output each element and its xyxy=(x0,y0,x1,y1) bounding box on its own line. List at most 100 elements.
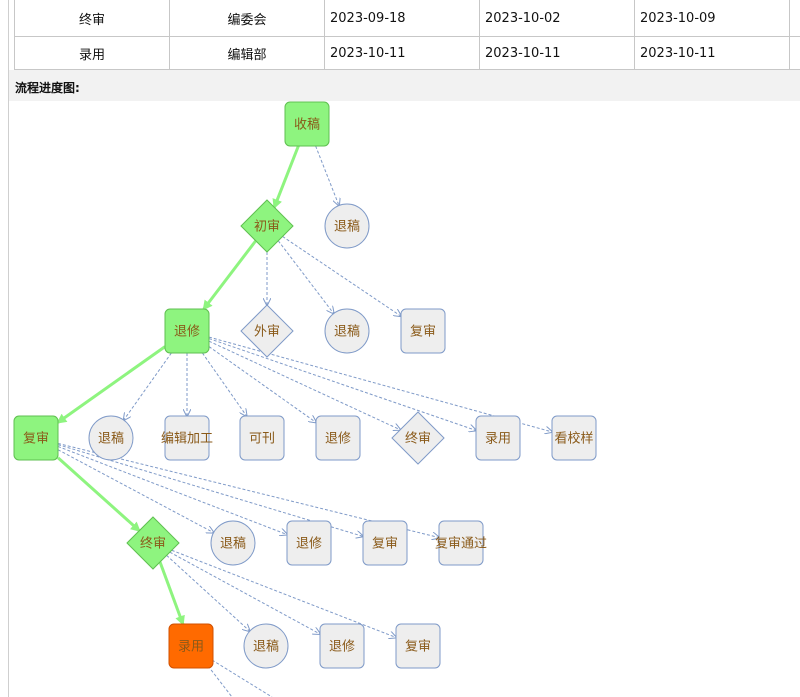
table-row: 录用 编辑部 2023-10-11 2023-10-11 2023-10-11 xyxy=(14,36,800,70)
node-label: 终审 xyxy=(405,431,431,447)
node-label: 复审 xyxy=(23,432,49,447)
node-label: 复审通过 xyxy=(435,537,487,552)
node-label: 退稿 xyxy=(253,639,279,655)
flow-node-passed: 复审通过 xyxy=(435,520,487,566)
flow-edge xyxy=(282,236,401,316)
flow-path-edge xyxy=(272,145,300,210)
node-label: 录用 xyxy=(178,640,204,655)
node-label: 录用 xyxy=(485,432,511,447)
flow-node-revise: 退修 xyxy=(164,308,210,354)
flow-edge xyxy=(277,240,333,314)
flow-node-edit: 编辑加工 xyxy=(161,415,213,461)
node-shape xyxy=(284,101,330,147)
node-shape xyxy=(324,308,370,354)
flow-node-revise3: 退修 xyxy=(286,520,332,566)
node-shape xyxy=(126,516,180,570)
flow-edge xyxy=(315,145,339,206)
flow-node-revise2: 退修 xyxy=(315,415,361,461)
node-shape xyxy=(240,304,294,358)
step-cell: 终审 xyxy=(14,0,170,37)
handler-cell: 编委会 xyxy=(169,0,325,37)
flow-node-rereview3: 复审 xyxy=(395,623,441,669)
node-label: 复审 xyxy=(410,325,436,340)
flow-node-reject5: 退稿 xyxy=(243,623,289,669)
node-shape xyxy=(475,415,521,461)
node-shape xyxy=(210,520,256,566)
node-label: 退稿 xyxy=(334,324,360,340)
flow-node-final: 终审 xyxy=(126,516,180,570)
flow-edge xyxy=(208,346,316,423)
node-shape xyxy=(168,623,214,669)
node-shape xyxy=(391,411,445,465)
flow-edge xyxy=(124,352,172,420)
flow-node-rereview2: 复审 xyxy=(362,520,408,566)
flow-node-revise4: 退修 xyxy=(319,623,365,669)
flow-edge xyxy=(171,549,396,637)
flow-path-edge xyxy=(56,345,166,424)
flow-history-table: 终审 编委会 2023-09-18 2023-10-02 2023-10-09 … xyxy=(14,0,800,70)
node-label: 退稿 xyxy=(220,536,246,552)
node-shape xyxy=(88,415,134,461)
flow-path-edge xyxy=(56,456,141,533)
node-label: 退修 xyxy=(325,432,351,447)
flow-node-proof: 看校样 xyxy=(551,415,597,461)
node-shape xyxy=(438,520,484,566)
left-border xyxy=(8,0,9,697)
flow-path-edge xyxy=(202,239,257,311)
date-cell: 2023-10-11 xyxy=(324,36,480,70)
node-label: 退稿 xyxy=(334,219,360,235)
node-label: 初审 xyxy=(254,220,280,235)
flow-edge xyxy=(208,338,476,431)
date-cell: 2023-10-11 xyxy=(634,36,790,70)
date-cell: 2023-09-18 xyxy=(324,0,480,37)
node-shape xyxy=(240,199,294,253)
node-label: 收稿 xyxy=(294,117,320,133)
flow-node-init: 初审 xyxy=(240,199,294,253)
node-shape xyxy=(164,308,210,354)
flow-edge xyxy=(57,445,287,534)
flow-node-final1: 终审 xyxy=(391,411,445,465)
node-label: 看校样 xyxy=(554,431,593,447)
node-label: 外审 xyxy=(254,325,280,340)
flow-node-reject1: 退稿 xyxy=(324,203,370,249)
node-label: 编辑加工 xyxy=(161,432,213,447)
flow-edge xyxy=(169,551,320,634)
handler-cell: 编辑部 xyxy=(169,36,325,70)
flow-node-receive: 收稿 xyxy=(284,101,330,147)
flow-node-rereview: 复审 xyxy=(13,415,59,461)
node-shape xyxy=(164,415,210,461)
node-shape xyxy=(243,623,289,669)
node-label: 终审 xyxy=(140,536,166,552)
flow-node-reject2: 退稿 xyxy=(324,308,370,354)
node-shape xyxy=(400,308,446,354)
node-label: 复审 xyxy=(405,640,431,655)
flow-node-reject3: 退稿 xyxy=(88,415,134,461)
node-label: 退稿 xyxy=(98,431,124,447)
date-cell: 2023-10-09 xyxy=(634,0,790,37)
flow-node-accept: 录用 xyxy=(168,623,214,669)
flow-edge xyxy=(57,449,214,533)
flow-node-rereview1: 复审 xyxy=(400,308,446,354)
node-shape xyxy=(551,415,597,461)
flow-edge xyxy=(208,340,400,430)
section-title: 流程进度图: xyxy=(15,81,80,95)
node-shape xyxy=(324,203,370,249)
node-shape xyxy=(362,520,408,566)
date-cell: 2023-10-11 xyxy=(479,36,635,70)
node-label: 退修 xyxy=(174,325,200,340)
node-label: 退修 xyxy=(296,537,322,552)
flow-edge xyxy=(166,555,250,631)
node-shape xyxy=(315,415,361,461)
flow-node-accept1: 录用 xyxy=(475,415,521,461)
node-label: 复审 xyxy=(372,537,398,552)
node-shape xyxy=(395,623,441,669)
node-label: 退修 xyxy=(329,640,355,655)
node-shape xyxy=(319,623,365,669)
flow-node-external: 外审 xyxy=(240,304,294,358)
table-row: 终审 编委会 2023-09-18 2023-10-02 2023-10-09 xyxy=(14,0,800,37)
section-header: 流程进度图: xyxy=(9,70,800,101)
node-label: 可刊 xyxy=(249,432,275,447)
flow-path-edge xyxy=(158,561,185,626)
flow-edge xyxy=(211,659,273,697)
